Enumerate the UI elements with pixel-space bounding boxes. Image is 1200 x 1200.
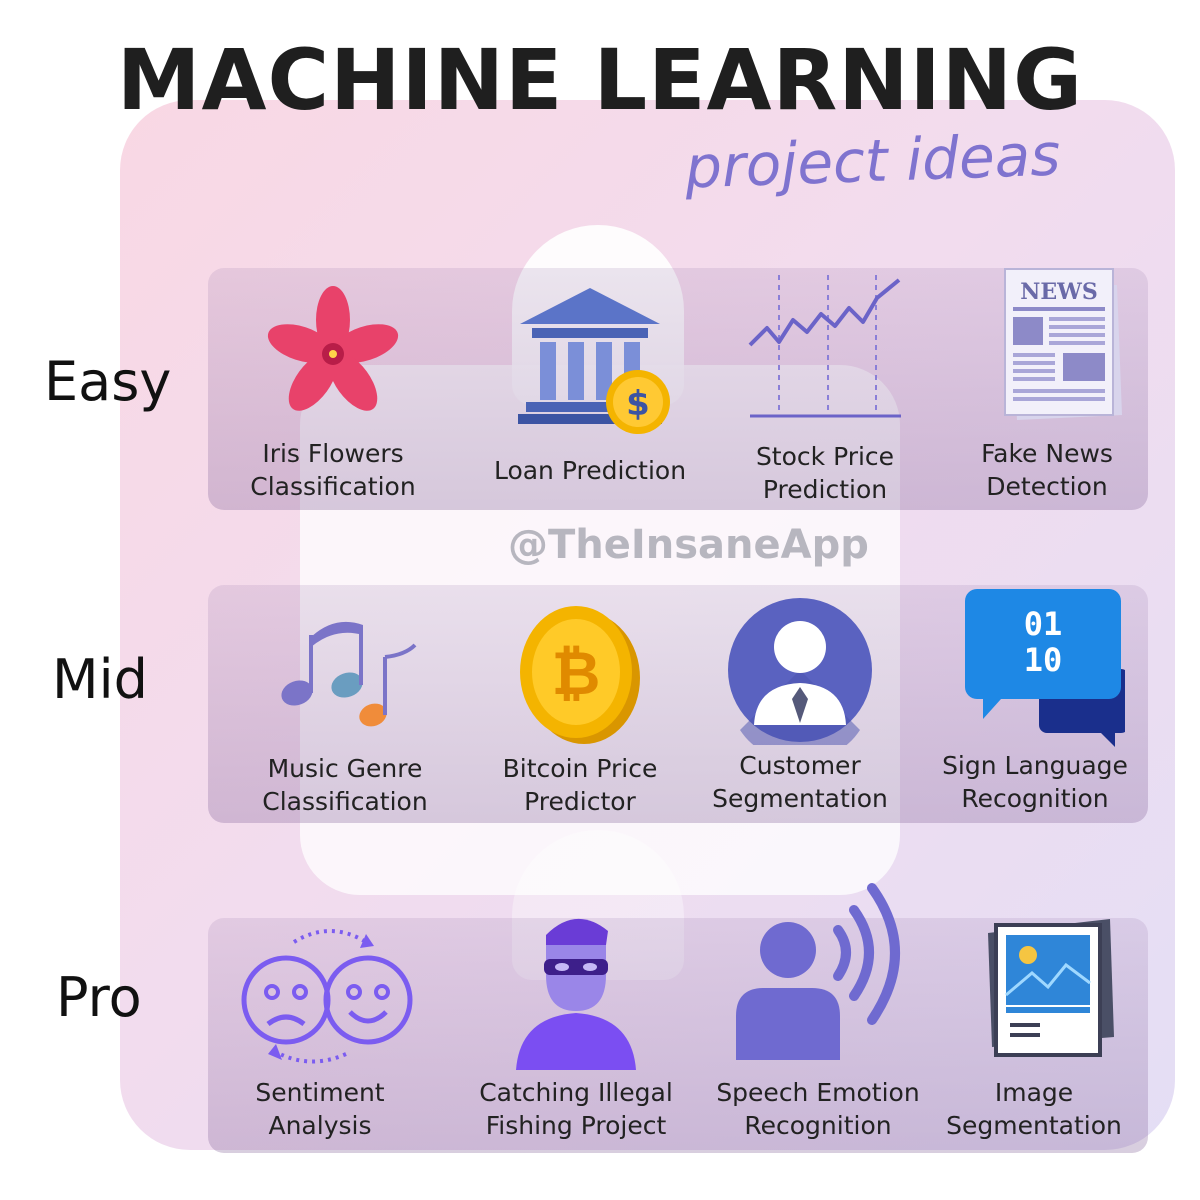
card-stock-price: Stock Price Prediction bbox=[715, 270, 935, 504]
news-heading: NEWS bbox=[1020, 279, 1097, 305]
stock-chart-icon bbox=[748, 275, 901, 418]
card-label: Fake News Detection bbox=[981, 439, 1113, 501]
card-image-segmentation: Image Segmentation bbox=[924, 915, 1144, 1140]
newspaper-icon: NEWS bbox=[1004, 268, 1122, 420]
bitcoin-icon: ₿ bbox=[520, 606, 640, 744]
card-label: Stock Price Prediction bbox=[755, 442, 895, 504]
bank-icon: $ bbox=[518, 288, 670, 434]
card-label: Catching Illegal Fishing Project bbox=[479, 1078, 673, 1140]
card-label: Image Segmentation bbox=[946, 1078, 1122, 1140]
card-iris-flowers: Iris Flowers Classification bbox=[223, 282, 443, 501]
card-speech-emotion: Speech Emotion Recognition bbox=[708, 880, 928, 1140]
svg-text:₿: ₿ bbox=[552, 639, 601, 709]
dollar-sign: $ bbox=[626, 384, 650, 424]
speaker-waves-icon bbox=[736, 883, 900, 1060]
card-label: Sentiment Analysis bbox=[255, 1078, 385, 1140]
card-music-genre: Music Genre Classification bbox=[235, 605, 455, 816]
card-loan-prediction: $ Loan Prediction bbox=[480, 282, 700, 485]
row-label-mid: Mid bbox=[52, 648, 148, 711]
card-label: Customer Segmentation bbox=[712, 751, 888, 813]
page-title: MACHINE LEARNING bbox=[116, 31, 1084, 129]
watermark: @TheInsaneApp bbox=[508, 522, 869, 568]
card-illegal-fishing: Catching Illegal Fishing Project bbox=[466, 905, 686, 1140]
binary-top: 01 bbox=[1024, 605, 1063, 643]
card-label: Music Genre Classification bbox=[262, 754, 428, 816]
flower-icon bbox=[267, 286, 399, 411]
card-label: Speech Emotion Recognition bbox=[716, 1078, 920, 1140]
card-customer-segmentation: Customer Segmentation bbox=[690, 595, 910, 813]
row-label-pro: Pro bbox=[56, 966, 142, 1029]
page-subtitle: project ideas bbox=[683, 120, 1062, 202]
chat-binary-icon: 01 10 bbox=[965, 589, 1125, 747]
card-fake-news: NEWS Fake News Detection bbox=[937, 265, 1157, 501]
card-label: Bitcoin Price Predictor bbox=[502, 754, 658, 816]
card-bitcoin-price: ₿ Bitcoin Price Predictor bbox=[470, 598, 690, 816]
thief-icon bbox=[516, 918, 636, 1070]
card-label: Loan Prediction bbox=[493, 456, 687, 485]
customer-icon bbox=[728, 598, 872, 745]
card-label: Sign Language Recognition bbox=[942, 751, 1128, 813]
row-label-easy: Easy bbox=[44, 350, 172, 413]
card-label: Iris Flowers Classification bbox=[250, 439, 416, 501]
card-sign-language: 01 10 Sign Language Recognition bbox=[925, 587, 1145, 813]
picture-icon bbox=[988, 919, 1114, 1057]
binary-bottom: 10 bbox=[1024, 641, 1063, 679]
card-sentiment-analysis: Sentiment Analysis bbox=[210, 920, 430, 1140]
music-notes-icon bbox=[281, 621, 417, 727]
faces-icon bbox=[241, 929, 413, 1064]
